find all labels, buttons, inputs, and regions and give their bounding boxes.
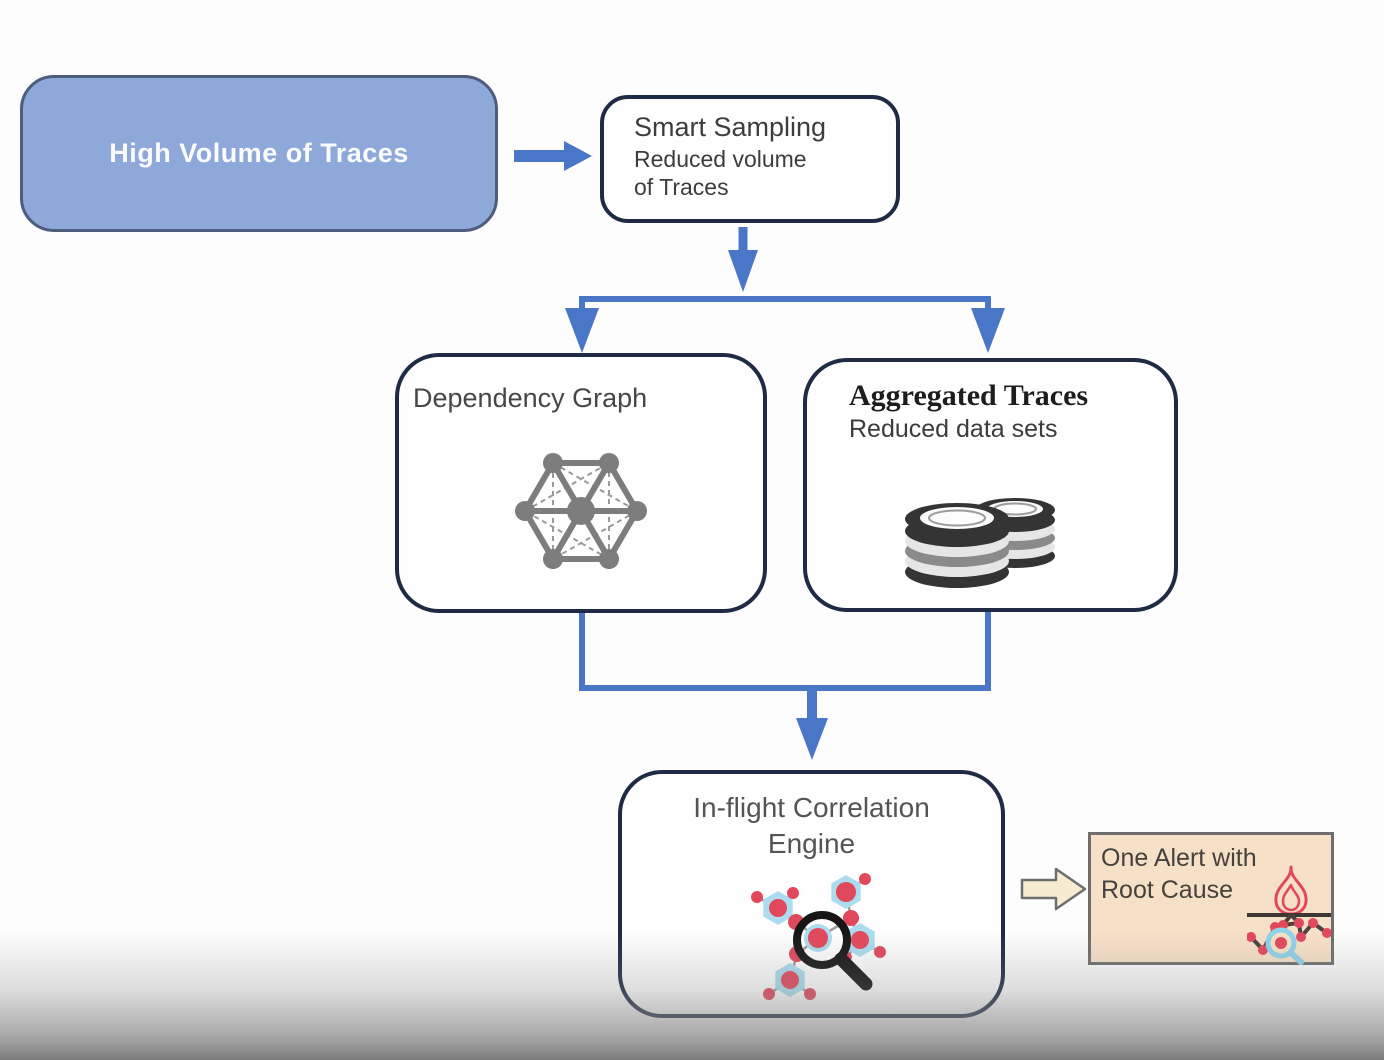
coin-stacks-icon (905, 498, 1055, 588)
arrow-engine-to-alert (1020, 867, 1087, 911)
smart-sampling-title: Smart Sampling (634, 112, 827, 142)
node-smart-sampling: Smart Sampling Reduced volume of Traces (600, 95, 900, 223)
node-high-volume-of-traces: High Volume of Traces (20, 75, 498, 232)
node-dependency-graph: Dependency Graph (395, 353, 767, 613)
smart-sampling-subtitle-line1: Reduced volume (634, 146, 807, 172)
flame-root-cause-icon (1247, 865, 1331, 965)
aggregated-traces-title: Aggregated Traces (849, 379, 1089, 412)
aggregated-traces-subtitle: Reduced data sets (849, 415, 1058, 443)
correlation-engine-title-line1: In-flight Correlation (693, 792, 930, 823)
node-correlation-engine: In-flight Correlation Engine (618, 770, 1005, 1018)
network-graph-icon (515, 453, 647, 569)
one-alert-title-line2: Root Cause (1101, 876, 1234, 904)
node-aggregated-traces: Aggregated Traces Reduced data sets (803, 358, 1178, 612)
correlation-engine-title-line2: Engine (767, 828, 856, 860)
node-one-alert: One Alert with Root Cause (1088, 832, 1334, 965)
dependency-graph-title: Dependency Graph (413, 383, 648, 413)
smart-sampling-subtitle-line2: of Traces (634, 174, 729, 201)
coin-stack-front (905, 503, 1009, 588)
merge-join (579, 608, 991, 760)
arrow-high-volume-to-smart-sampling (514, 141, 592, 171)
arrow-smart-sampling-down (728, 227, 758, 292)
molecule-magnifier-icon (751, 873, 886, 1000)
branch-split (565, 296, 1005, 353)
one-alert-title-line1: One Alert with (1101, 844, 1257, 872)
high-volume-label: High Volume of Traces (109, 138, 409, 168)
